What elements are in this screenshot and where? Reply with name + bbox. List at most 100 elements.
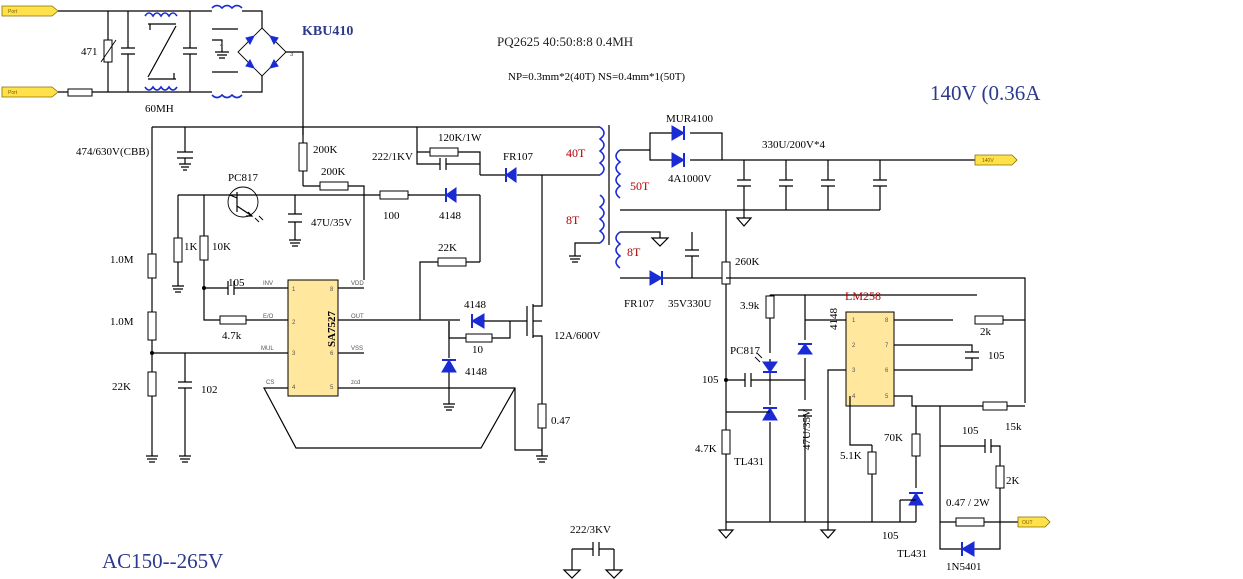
r200k-a-label: 200K xyxy=(313,144,338,156)
r047-label: 0.47 xyxy=(551,415,571,427)
x-cap-label: 474/630V(CBB) xyxy=(76,146,150,158)
svg-text:3: 3 xyxy=(852,368,856,374)
tl431-b-label: TL431 xyxy=(897,548,927,560)
output-spec: 140V (0.36A xyxy=(930,81,1041,105)
resistor-5k1 xyxy=(867,451,877,475)
lm258-label: LM258 xyxy=(845,289,881,303)
svg-text:8: 8 xyxy=(885,318,889,324)
svg-text:8: 8 xyxy=(330,287,334,293)
pin-cs: CS xyxy=(266,380,274,386)
r22k-b-label: 22K xyxy=(438,242,457,254)
c102-label: 102 xyxy=(201,384,218,396)
r5k1-label: 5.1K xyxy=(840,450,862,462)
resistor-2k-sense xyxy=(995,465,1005,489)
c105-c-label: 105 xyxy=(988,350,1005,362)
svg-text:4: 4 xyxy=(220,43,224,49)
pin-inv: INV xyxy=(263,281,273,287)
resistor-1k xyxy=(173,237,183,263)
pin-eo: E/O xyxy=(263,314,274,320)
resistor-4k7-secondary xyxy=(721,429,731,455)
caps-out-label: 330U/200V*4 xyxy=(762,139,825,151)
cap-47u-b-label: 47U/35V xyxy=(801,409,813,450)
turns-8t-a-label: 8T xyxy=(566,213,580,227)
d4148-c-label: 4148 xyxy=(465,366,488,378)
svg-text:4: 4 xyxy=(292,385,296,391)
mur4100-label: MUR4100 xyxy=(666,113,714,125)
bridge-rectifier xyxy=(237,27,287,77)
svg-text:140V: 140V xyxy=(982,158,994,164)
r1m-b-label: 1.0M xyxy=(110,316,134,328)
r047-2w-label: 0.47 / 2W xyxy=(946,497,990,509)
r22k-a-label: 22K xyxy=(112,381,131,393)
resistor-10-gate xyxy=(465,333,493,343)
resistor-047-2w xyxy=(955,517,985,527)
resistor-15k xyxy=(982,401,1008,411)
turns-40t-label: 40T xyxy=(566,146,586,160)
resistor-3k9 xyxy=(765,295,775,319)
winding-spec: NP=0.3mm*2(40T) NS=0.4mm*1(50T) xyxy=(508,71,685,83)
r4k7-b-label: 4.7K xyxy=(695,443,717,455)
r200k-b-label: 200K xyxy=(321,166,346,178)
resistor-200k-horizontal xyxy=(319,181,349,191)
pc817-a-label: PC817 xyxy=(228,172,258,184)
fr107-b-label: FR107 xyxy=(624,298,654,310)
optocoupler-pc817-secondary xyxy=(754,352,778,373)
r10-label: 10 xyxy=(472,344,484,356)
svg-text:SA7527: SA7527 xyxy=(326,310,338,347)
flyback-transformer xyxy=(598,125,622,269)
pin-zcd: zcd xyxy=(351,380,360,386)
d4148-d-label: 4148 xyxy=(828,308,840,331)
ic-sa7527: SA7527 12 34 87 65 xyxy=(287,279,339,397)
pin-vdd: VDD xyxy=(351,281,364,287)
common-mode-choke xyxy=(144,12,178,91)
y-cap-label: 222/3KV xyxy=(570,524,611,536)
output-port-out: OUT xyxy=(1017,516,1051,528)
r1k-label: 1K xyxy=(184,241,198,253)
resistor-22k-gate xyxy=(437,257,467,267)
d4148-a-label: 4148 xyxy=(439,210,462,222)
r70k-label: 70K xyxy=(884,432,903,444)
r2k-b-label: 2K xyxy=(1006,475,1020,487)
resistor-70k xyxy=(911,433,921,457)
svg-text:5: 5 xyxy=(885,394,889,400)
r15k-label: 15k xyxy=(1005,421,1022,433)
resistor-1m-bottom xyxy=(147,311,157,341)
resistor-1m-top xyxy=(147,253,157,279)
snubber-r-label: 120K/1W xyxy=(438,132,482,144)
svg-text:3: 3 xyxy=(290,52,294,58)
output-port-140v: 140V xyxy=(974,154,1018,166)
pin-vss: VSS xyxy=(351,346,363,352)
choke-label: 60MH xyxy=(145,103,174,115)
ac-input-port-top: Port xyxy=(1,5,59,17)
resistor-260k xyxy=(721,261,731,285)
ac-input-port-bottom: Port xyxy=(1,86,59,98)
resistor-120k xyxy=(429,147,459,157)
tl431-a-label: TL431 xyxy=(734,456,764,468)
diode-4a-label: 4A1000V xyxy=(668,173,711,185)
r1m-a-label: 1.0M xyxy=(110,254,134,266)
svg-text:2: 2 xyxy=(292,320,296,326)
snubber-c-label: 222/1KV xyxy=(372,151,413,163)
pc817-b-label: PC817 xyxy=(730,345,760,357)
varistor-label: 471 xyxy=(81,46,98,58)
d1n5401-label: 1N5401 xyxy=(946,561,981,573)
ac-input-label: AC150--265V xyxy=(102,549,223,573)
cap-35v-label: 35V330U xyxy=(668,298,711,310)
d4148-b-label: 4148 xyxy=(464,299,487,311)
transformer-spec: PQ2625 40:50:8:8 0.4MH xyxy=(497,34,633,49)
pin-out: OUT xyxy=(351,314,364,320)
svg-text:5: 5 xyxy=(330,385,334,391)
svg-text:Port: Port xyxy=(8,9,18,15)
bridge-label: KBU410 xyxy=(302,24,353,39)
r260k-label: 260K xyxy=(735,256,760,268)
ic-lm258: 12 34 87 65 xyxy=(845,311,895,407)
r2k-a-label: 2k xyxy=(980,326,992,338)
turns-50t-label: 50T xyxy=(630,179,650,193)
c105-d-label: 105 xyxy=(882,530,899,542)
input-fuse-resistor xyxy=(67,88,93,97)
r3k9-label: 3.9k xyxy=(740,300,760,312)
resistor-2k-feedback xyxy=(974,315,1004,325)
c105-e-label: 105 xyxy=(962,425,979,437)
resistor-4k7-primary xyxy=(219,315,247,325)
